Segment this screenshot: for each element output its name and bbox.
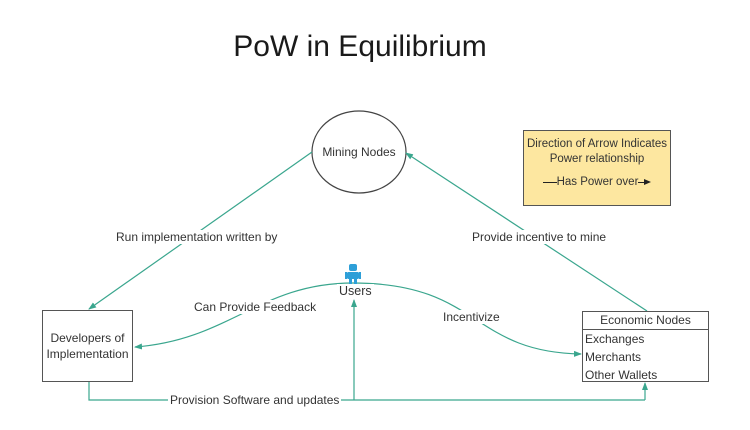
edge-label-provision: Provision Software and updates: [168, 393, 342, 407]
legend-line2: Power relationship: [549, 153, 645, 165]
person-icon: [345, 264, 361, 286]
developers-node[interactable]: Developers of Implementation: [42, 310, 133, 382]
edge-label-incentivize: Incentivize: [441, 310, 502, 324]
edge-label-run-implementation: Run implementation written by: [114, 230, 280, 244]
economic-item-merchants: Merchants: [585, 350, 642, 364]
legend-line3: Has Power over: [524, 175, 670, 189]
legend-has-power-text: Has Power over: [556, 176, 639, 188]
edge-provision-base: [88, 382, 645, 401]
economic-nodes-header: Economic Nodes: [583, 312, 708, 330]
edge-label-feedback: Can Provide Feedback: [192, 300, 319, 314]
legend-arrow-line: [638, 181, 645, 183]
economic-item-other-wallets: Other Wallets: [585, 368, 658, 382]
developers-label-line1: Developers of: [50, 331, 125, 345]
title-text: PoW in Equilibrium: [233, 30, 487, 63]
legend-line1: Direction of Arrow Indicates: [527, 138, 667, 150]
economic-item-exchanges: Exchanges: [585, 332, 645, 346]
developers-label-line2: Implementation: [46, 347, 129, 361]
legend-box: Direction of Arrow Indicates Power relat…: [523, 130, 671, 206]
page-title: PoW in Equilibrium: [0, 30, 750, 64]
arrow-right-icon: [644, 179, 652, 185]
economic-nodes[interactable]: Economic Nodes Exchanges Merchants Other…: [582, 311, 709, 382]
edge-label-provide-incentive: Provide incentive to mine: [470, 230, 609, 244]
legend-line-dash: [542, 181, 557, 183]
mining-node-label: Mining Nodes: [322, 145, 396, 159]
edge-feedback: [134, 282, 354, 350]
developers-label: Developers of Implementation: [46, 330, 128, 362]
users-label: Users: [337, 284, 374, 298]
